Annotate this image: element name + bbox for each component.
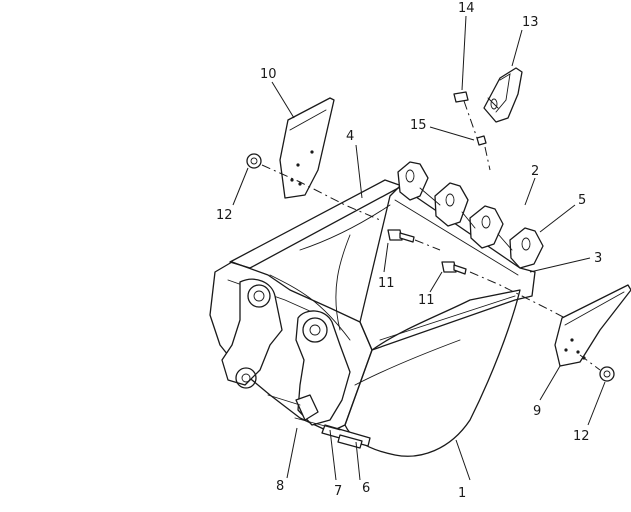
callout-11-lower: 11 — [418, 293, 435, 308]
callout-5: 5 — [578, 193, 586, 208]
tooth-lock — [476, 135, 487, 146]
bolt-lower — [441, 261, 467, 275]
callout-11-upper: 11 — [378, 276, 395, 291]
nut-right — [599, 366, 615, 382]
callout-3: 3 — [594, 251, 602, 266]
callout-15: 15 — [410, 118, 427, 133]
callout-12-right: 12 — [573, 429, 590, 444]
side-cutter-right — [554, 284, 631, 367]
callout-7: 7 — [334, 484, 342, 499]
side-cutter-left — [279, 97, 335, 199]
bucket-tooth — [483, 67, 523, 123]
tooth-adapters — [397, 161, 544, 269]
callout-12-left: 12 — [216, 208, 233, 223]
callout-2: 2 — [531, 164, 539, 179]
callout-10: 10 — [260, 67, 277, 82]
callout-1: 1 — [458, 486, 466, 501]
nut-left — [246, 153, 262, 169]
tooth-pin — [453, 91, 469, 103]
callout-14: 14 — [458, 1, 475, 16]
bolt-upper — [387, 229, 415, 243]
callout-13: 13 — [522, 15, 539, 30]
bucket-body — [209, 179, 536, 457]
assembly-centerlines — [261, 100, 601, 371]
callout-labels: 1 2 3 4 5 6 7 8 9 10 11 11 12 12 13 14 1… — [216, 1, 602, 501]
callout-8: 8 — [276, 479, 284, 494]
callout-6: 6 — [362, 481, 370, 496]
callout-4: 4 — [346, 129, 354, 144]
leader-lines — [232, 15, 606, 481]
callout-9: 9 — [533, 404, 541, 419]
